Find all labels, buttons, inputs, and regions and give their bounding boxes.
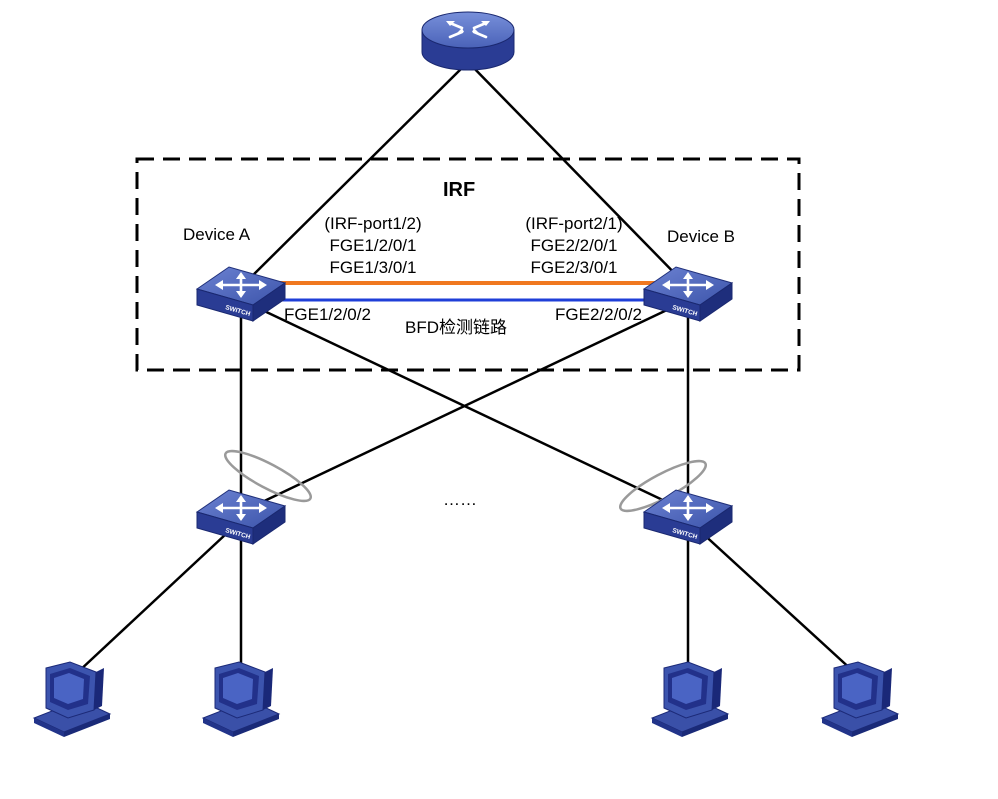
device-a-label: Device A: [183, 225, 251, 244]
device-a-irf-member-port-2: FGE1/3/0/1: [329, 258, 417, 277]
device-a-switch-icon: [195, 265, 287, 323]
device-b-switch-icon: [642, 265, 734, 323]
irf-label: IRF: [443, 179, 476, 201]
more-devices-ellipsis: ……: [443, 490, 477, 509]
pc2-icon: [202, 661, 280, 738]
bfd-link-label: BFD检测链路: [405, 318, 507, 337]
pc4-icon: [821, 661, 899, 738]
pc3-icon: [651, 661, 729, 738]
device-b-irf-port-label: (IRF-port2/1): [525, 214, 623, 233]
device-a-bfd-port-label: FGE1/2/0/2: [284, 305, 371, 324]
pc1-icon: [33, 661, 111, 738]
device-b-label: Device B: [667, 227, 736, 246]
device-b-bfd-port-label: FGE2/2/0/2: [555, 305, 642, 324]
device-b-to-left-switch-link: [240, 298, 689, 514]
router-to-device-a-link: [240, 61, 469, 288]
router-to-device-b-link: [467, 61, 689, 288]
device-b-irf-member-port-2: FGE2/3/0/1: [530, 258, 618, 277]
left-switch-to-pc1-link: [77, 519, 242, 673]
left-link-aggregation-ring: [223, 449, 313, 503]
router-icon: [421, 11, 515, 71]
device-b-irf-member-port-1: FGE2/2/0/1: [530, 236, 618, 255]
device-a-irf-member-port-1: FGE1/2/0/1: [329, 236, 417, 255]
right-switch-to-pc4-link: [687, 519, 855, 673]
irf-boundary-box: [135, 157, 801, 372]
device-a-irf-port-label: (IRF-port1/2): [324, 214, 422, 233]
